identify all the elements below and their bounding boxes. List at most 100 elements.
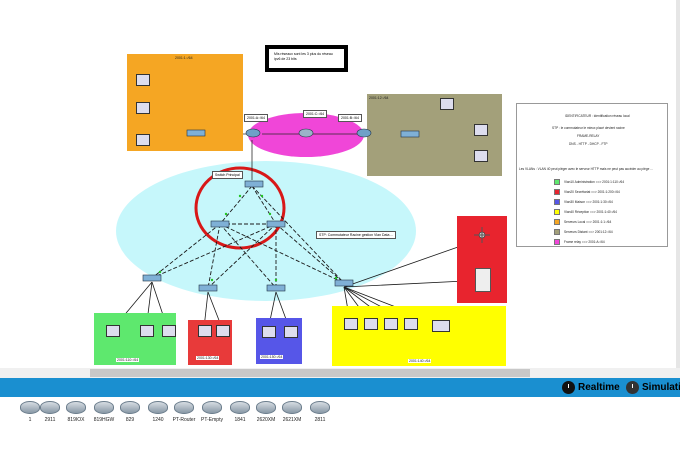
legend-header-1: IDENTIFICATEUR : identification réseau l…: [565, 114, 630, 118]
device-toolbar: 1 2911 819IOX 819HGW 829 1240 PT-Router …: [0, 397, 680, 462]
simulation-label: Simulati: [642, 382, 680, 393]
device-router-pt-empty[interactable]: PT-Empty: [200, 401, 224, 427]
server-icon[interactable]: [136, 134, 150, 146]
pc-icon[interactable]: [384, 318, 398, 330]
phone-icon[interactable]: [404, 318, 418, 330]
switch-icon[interactable]: [334, 279, 354, 287]
switch-icon[interactable]: [142, 274, 162, 282]
legend-swatch: [554, 188, 560, 195]
device-label: 2911: [44, 417, 56, 423]
legend-item-label: Serveurs Distant ==> 2001:12::/64: [564, 229, 613, 234]
pc-icon[interactable]: [344, 318, 358, 330]
device-router-1[interactable]: 1: [18, 401, 42, 427]
switch-icon[interactable]: [266, 284, 286, 292]
router-icon: [120, 401, 140, 414]
device-label: PT-Router: [172, 417, 196, 423]
switch-icon[interactable]: [186, 129, 206, 137]
core-switch-label: Switch Principal: [212, 171, 243, 179]
server-icon[interactable]: [474, 124, 488, 136]
device-router-2811[interactable]: 2811: [308, 401, 332, 427]
legend-swatch: [554, 178, 560, 185]
note-box[interactable]: Mis réseaux sont les 3 plus du réseau ip…: [265, 45, 348, 72]
device-router-1240[interactable]: 1240: [146, 401, 170, 427]
pc-icon[interactable]: [140, 325, 154, 337]
device-router-pt[interactable]: PT-Router: [172, 401, 196, 427]
access-point-icon[interactable]: [473, 226, 491, 244]
wireless-zone: [457, 216, 507, 303]
simulation-button[interactable]: Simulati: [626, 379, 680, 396]
legend-item-label: Serveurs Local ==> 2001:1:1::/64: [564, 219, 612, 224]
legend-item: Frame relay ==> 2001:A::/64: [554, 238, 605, 245]
device-router-819iox[interactable]: 819IOX: [64, 401, 88, 427]
legend-header-4: DNS - HTTP - DHCP - FTP: [569, 142, 608, 146]
pc-icon[interactable]: [216, 325, 230, 337]
door-icon[interactable]: [475, 268, 491, 292]
device-label: 819IOX: [67, 417, 85, 423]
router-icon: [20, 401, 40, 414]
legend-panel[interactable]: IDENTIFICATEUR : identification réseau l…: [516, 103, 668, 247]
realtime-label: Realtime: [578, 382, 620, 393]
switch-icon[interactable]: [210, 220, 230, 228]
horizontal-scrollbar[interactable]: [0, 368, 680, 378]
router-icon: [282, 401, 302, 414]
realtime-button[interactable]: Realtime: [562, 379, 620, 396]
note-text: Mis réseaux sont les 3 plus du réseau ip…: [274, 52, 333, 61]
vlan-green-label: 2001:110::/64: [116, 358, 140, 362]
legend-item-label: Vlan40 Réception ==> 2001:1:40::/64: [564, 209, 617, 214]
device-router-2911[interactable]: 2911: [38, 401, 62, 427]
pc-icon[interactable]: [364, 318, 378, 330]
legend-swatch: [554, 208, 560, 215]
switch-icon[interactable]: [266, 220, 286, 228]
remote-zone-label: 2001:12::/64: [369, 96, 389, 100]
pc-icon[interactable]: [162, 325, 176, 337]
cloud-icon[interactable]: [298, 128, 314, 138]
pc-icon[interactable]: [198, 325, 212, 337]
vertical-scrollbar[interactable]: [676, 0, 680, 368]
device-router-2621xm[interactable]: 2621XM: [280, 401, 304, 427]
device-router-819hgw[interactable]: 819HGW: [92, 401, 116, 427]
workspace-canvas[interactable]: 2001:1::/64 2001:12::/64 2001:110::/64 2…: [0, 0, 680, 368]
server-icon[interactable]: [136, 102, 150, 114]
legend-item: Vlan20 Secrétariat ==> 2001:1:200::/64: [554, 188, 620, 195]
router-icon[interactable]: [245, 128, 261, 138]
switch-icon[interactable]: [198, 284, 218, 292]
stopwatch-icon: [626, 381, 639, 394]
laptop-icon[interactable]: [262, 326, 276, 338]
pc-icon[interactable]: [106, 325, 120, 337]
device-label: 1240: [152, 417, 164, 423]
legend-intro: Les VLANs : VLAN 40 peut piéger avec le …: [519, 167, 653, 171]
core-zone: [116, 161, 416, 301]
legend-item-label: Vlan20 Secrétariat ==> 2001:1:200::/64: [564, 189, 620, 194]
device-label: 1: [28, 417, 32, 423]
router-icon: [174, 401, 194, 414]
printer-icon[interactable]: [474, 150, 488, 162]
link-label: 2001:B::/64: [338, 114, 362, 122]
router-icon: [148, 401, 168, 414]
device-router-2620xm[interactable]: 2620XM: [254, 401, 278, 427]
switch-icon[interactable]: [400, 130, 420, 138]
device-label: 2621XM: [282, 417, 302, 423]
device-router-1841[interactable]: 1841: [228, 401, 252, 427]
printer-icon[interactable]: [432, 320, 450, 332]
servers-zone-label: 2001:1::/64: [175, 56, 193, 60]
legend-header-3: FRAME-RELAY: [577, 134, 600, 138]
router-icon[interactable]: [356, 128, 372, 138]
pc-icon[interactable]: [440, 98, 454, 110]
legend-swatch: [554, 238, 560, 245]
router-icon: [256, 401, 276, 414]
device-label: 829: [125, 417, 135, 423]
legend-item: Serveurs Local ==> 2001:1:1::/64: [554, 218, 611, 225]
device-router-829[interactable]: 829: [118, 401, 142, 427]
switch-icon[interactable]: [244, 180, 264, 188]
router-icon: [202, 401, 222, 414]
core-ring: [194, 166, 286, 250]
legend-swatch: [554, 198, 560, 205]
server-icon[interactable]: [136, 74, 150, 86]
horizontal-scrollbar-thumb[interactable]: [90, 369, 530, 377]
router-icon: [94, 401, 114, 414]
vlan-red-label: 2001:130::/64: [196, 356, 220, 360]
router-icon: [66, 401, 86, 414]
laptop-icon[interactable]: [284, 326, 298, 338]
device-label: 2811: [314, 417, 326, 423]
device-label: 1841: [234, 417, 246, 423]
